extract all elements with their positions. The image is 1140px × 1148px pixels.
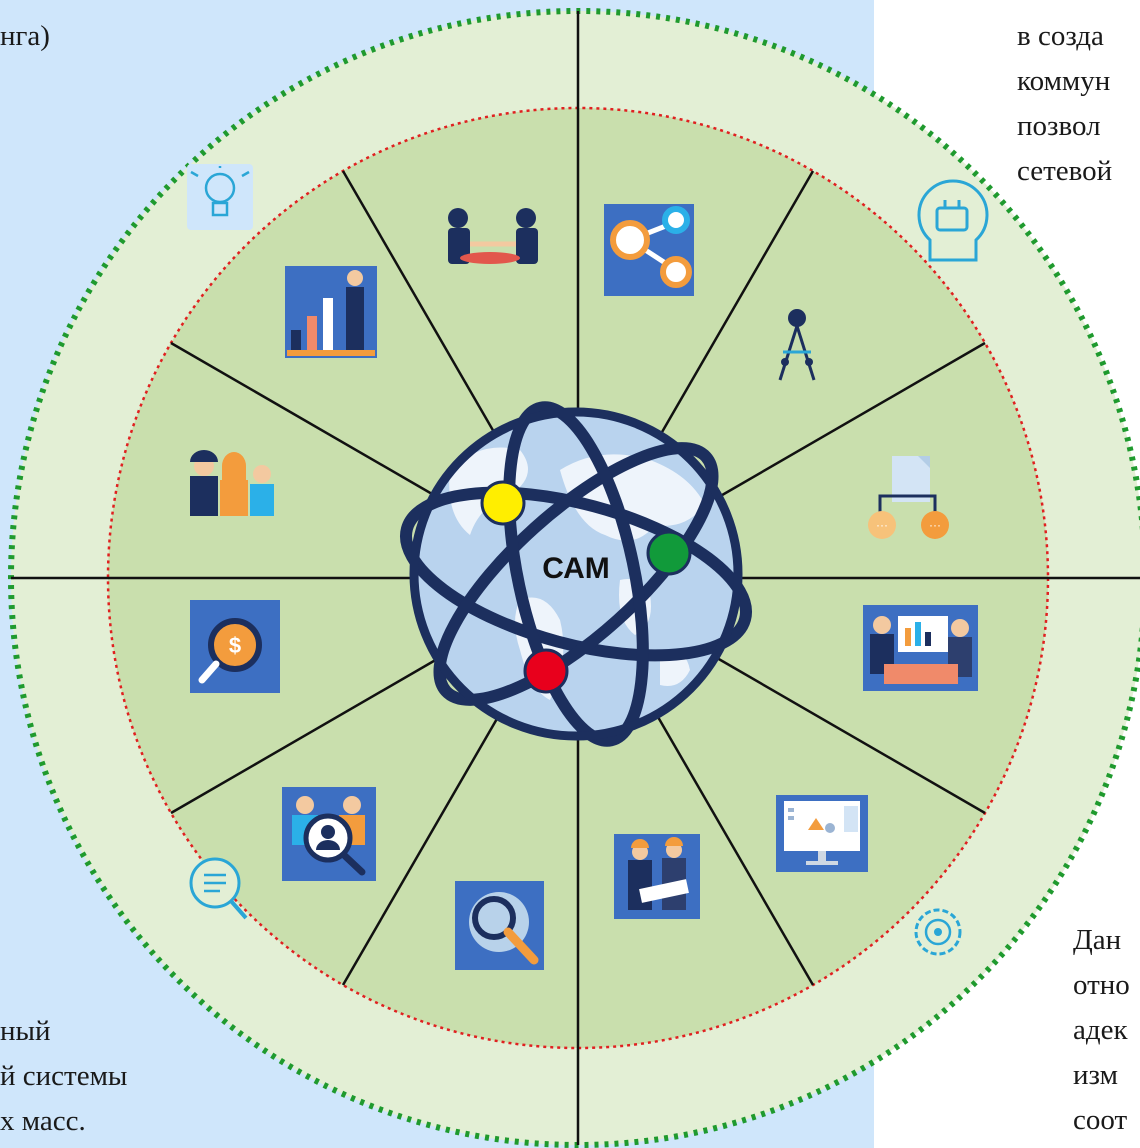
team-people-icon [190,450,274,516]
text-top-right-line-2: коммун [1017,65,1111,97]
lightbulb-icon [187,164,253,230]
drafting-compass-icon [778,309,816,381]
money-analysis-icon: $ [190,600,280,693]
hierarchy-chart-icon: ··· ··· [868,456,949,539]
engineers-blueprint-icon [614,834,700,919]
node-green [646,530,692,576]
text-bottom-left-line-1: ный [0,1015,51,1047]
segment-dividers [170,170,986,986]
text-bottom-right-line-1: Дан [1073,924,1122,956]
computer-dashboard-icon [776,795,868,872]
text-top-right-line-4: сетевой [1017,155,1113,187]
quadrant-lines [11,11,1140,1145]
business-chart-icon [285,266,377,358]
center-label: САМ [542,552,610,585]
text-bottom-right-line-3: адек [1073,1014,1128,1046]
node-red [523,648,569,694]
svg-text:···: ··· [876,518,888,532]
text-top-left-line-1: нга) [0,20,50,52]
svg-text:$: $ [229,633,241,658]
text-bottom-right-line-2: отно [1073,969,1130,1001]
text-top-right-line-3: позвол [1017,110,1101,142]
handshake-meeting-icon [435,203,553,275]
search-document-icon [189,857,248,920]
text-bottom-left-line-3: х масс. [0,1105,86,1137]
gear-icon [914,908,962,956]
presentation-meeting-icon [863,605,978,691]
network-nodes-icon [604,204,694,296]
text-top-right-line-1: в созда [1017,20,1104,52]
globe-search-icon [455,881,544,970]
text-bottom-right-line-5: соот [1073,1104,1128,1136]
text-bottom-right-line-4: изм [1073,1059,1118,1091]
plug-icon [917,179,989,262]
svg-text:···: ··· [929,518,941,532]
people-search-icon [282,787,376,881]
central-globe [399,401,753,747]
node-yellow [480,480,526,526]
text-bottom-left-line-2: й системы [0,1060,128,1092]
